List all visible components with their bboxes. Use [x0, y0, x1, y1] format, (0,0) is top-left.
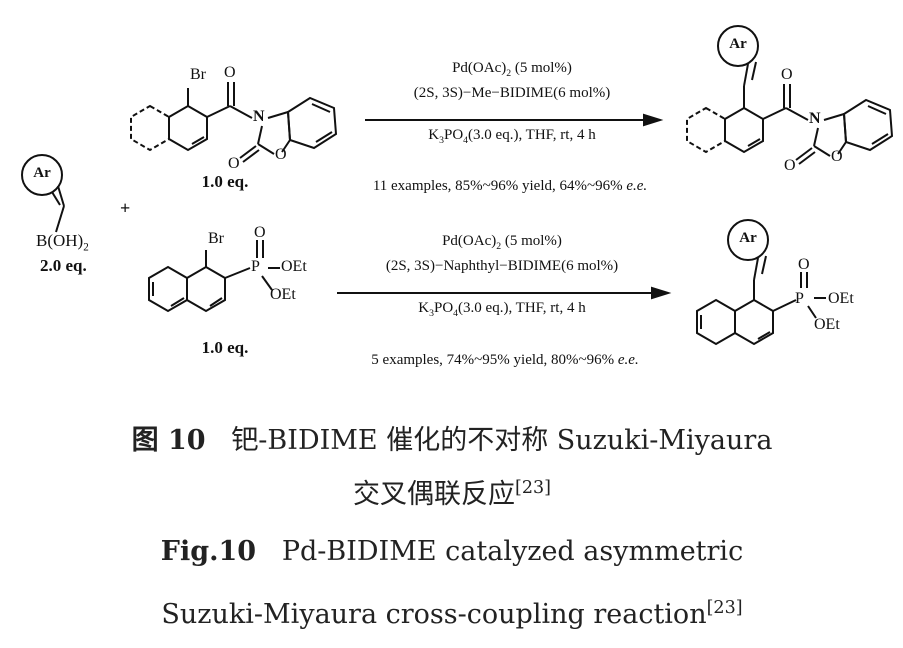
r2-p-label: P	[251, 258, 260, 275]
boronic-acid-equivalents: 2.0 eq.	[40, 256, 87, 275]
plus-sign: +	[120, 198, 131, 218]
p1-carbonyl-o-label: O	[781, 66, 793, 83]
p1-oxo-label: O	[784, 157, 796, 174]
reaction-arrow-1	[365, 113, 664, 127]
product-1-structure	[686, 25, 894, 165]
caption-en-line1: Fig.10 Pd-BIDIME catalyzed asymmetric	[160, 536, 744, 567]
ar-ring-label: Ar	[33, 165, 51, 181]
p1-ring-o-label: O	[831, 148, 843, 165]
reaction-arrow-2	[337, 286, 672, 300]
p2-ar-ring-label: Ar	[739, 230, 757, 246]
bromo-aryl-amide-structure	[130, 82, 338, 163]
r2-summary: 5 examples, 74%~95% yield, 80%~96% e.e.	[371, 352, 639, 368]
r1-oxo-label: O	[228, 155, 240, 172]
r1-n-label: N	[253, 108, 265, 125]
caption-cn-line1: 图 10 钯-BIDIME 催化的不对称 Suzuki-Miyaura	[131, 425, 773, 456]
r1-summary: 11 examples, 85%~96% yield, 64%~96% e.e.	[372, 178, 648, 194]
p2-oet2-label: OEt	[814, 316, 840, 333]
p2-p-label: P	[795, 290, 804, 307]
r2-br-label: Br	[208, 230, 224, 247]
p2-oet1-label: OEt	[828, 290, 854, 307]
boronic-acid-group: B(OH)2	[36, 231, 89, 253]
r1-carbonyl-o-label: O	[224, 64, 236, 81]
r1-equivalents: 1.0 eq.	[201, 172, 249, 191]
boronic-group-text: B(OH)	[36, 231, 84, 250]
p1-n-label: N	[809, 110, 821, 127]
r1-br-label: Br	[190, 66, 206, 83]
r1-ring-o-label: O	[275, 146, 287, 163]
caption-en-line2: Suzuki-Miyaura cross-coupling reaction[2…	[161, 598, 743, 630]
r1-catalyst: Pd(OAc)2 (5 mol%)	[452, 60, 572, 79]
product-2-structure	[696, 219, 826, 346]
r2-o-label: O	[254, 224, 266, 241]
bromo-naphthyl-phosphonate-structure	[148, 240, 280, 313]
boronic-group-sub: 2	[83, 241, 89, 254]
r2-base-solvent: K3PO4(3.0 eq.), THF, rt, 4 h	[418, 300, 586, 319]
r1-base-solvent: K3PO4(3.0 eq.), THF, rt, 4 h	[428, 127, 596, 146]
caption-cn-line2: 交叉偶联反应[23]	[353, 478, 551, 510]
p2-o-label: O	[798, 256, 810, 273]
r1-ligand: (2S, 3S)−Me−BIDIME(6 mol%)	[413, 85, 611, 101]
r2-oet1-label: OEt	[281, 258, 307, 275]
r2-equivalents: 1.0 eq.	[201, 338, 249, 357]
aryl-boronic-acid-structure	[21, 154, 65, 233]
p1-ar-ring-label: Ar	[729, 36, 747, 52]
r2-oet2-label: OEt	[270, 286, 296, 303]
r2-ligand: (2S, 3S)−Naphthyl−BIDIME(6 mol%)	[385, 258, 619, 274]
r2-catalyst: Pd(OAc)2 (5 mol%)	[442, 233, 562, 252]
